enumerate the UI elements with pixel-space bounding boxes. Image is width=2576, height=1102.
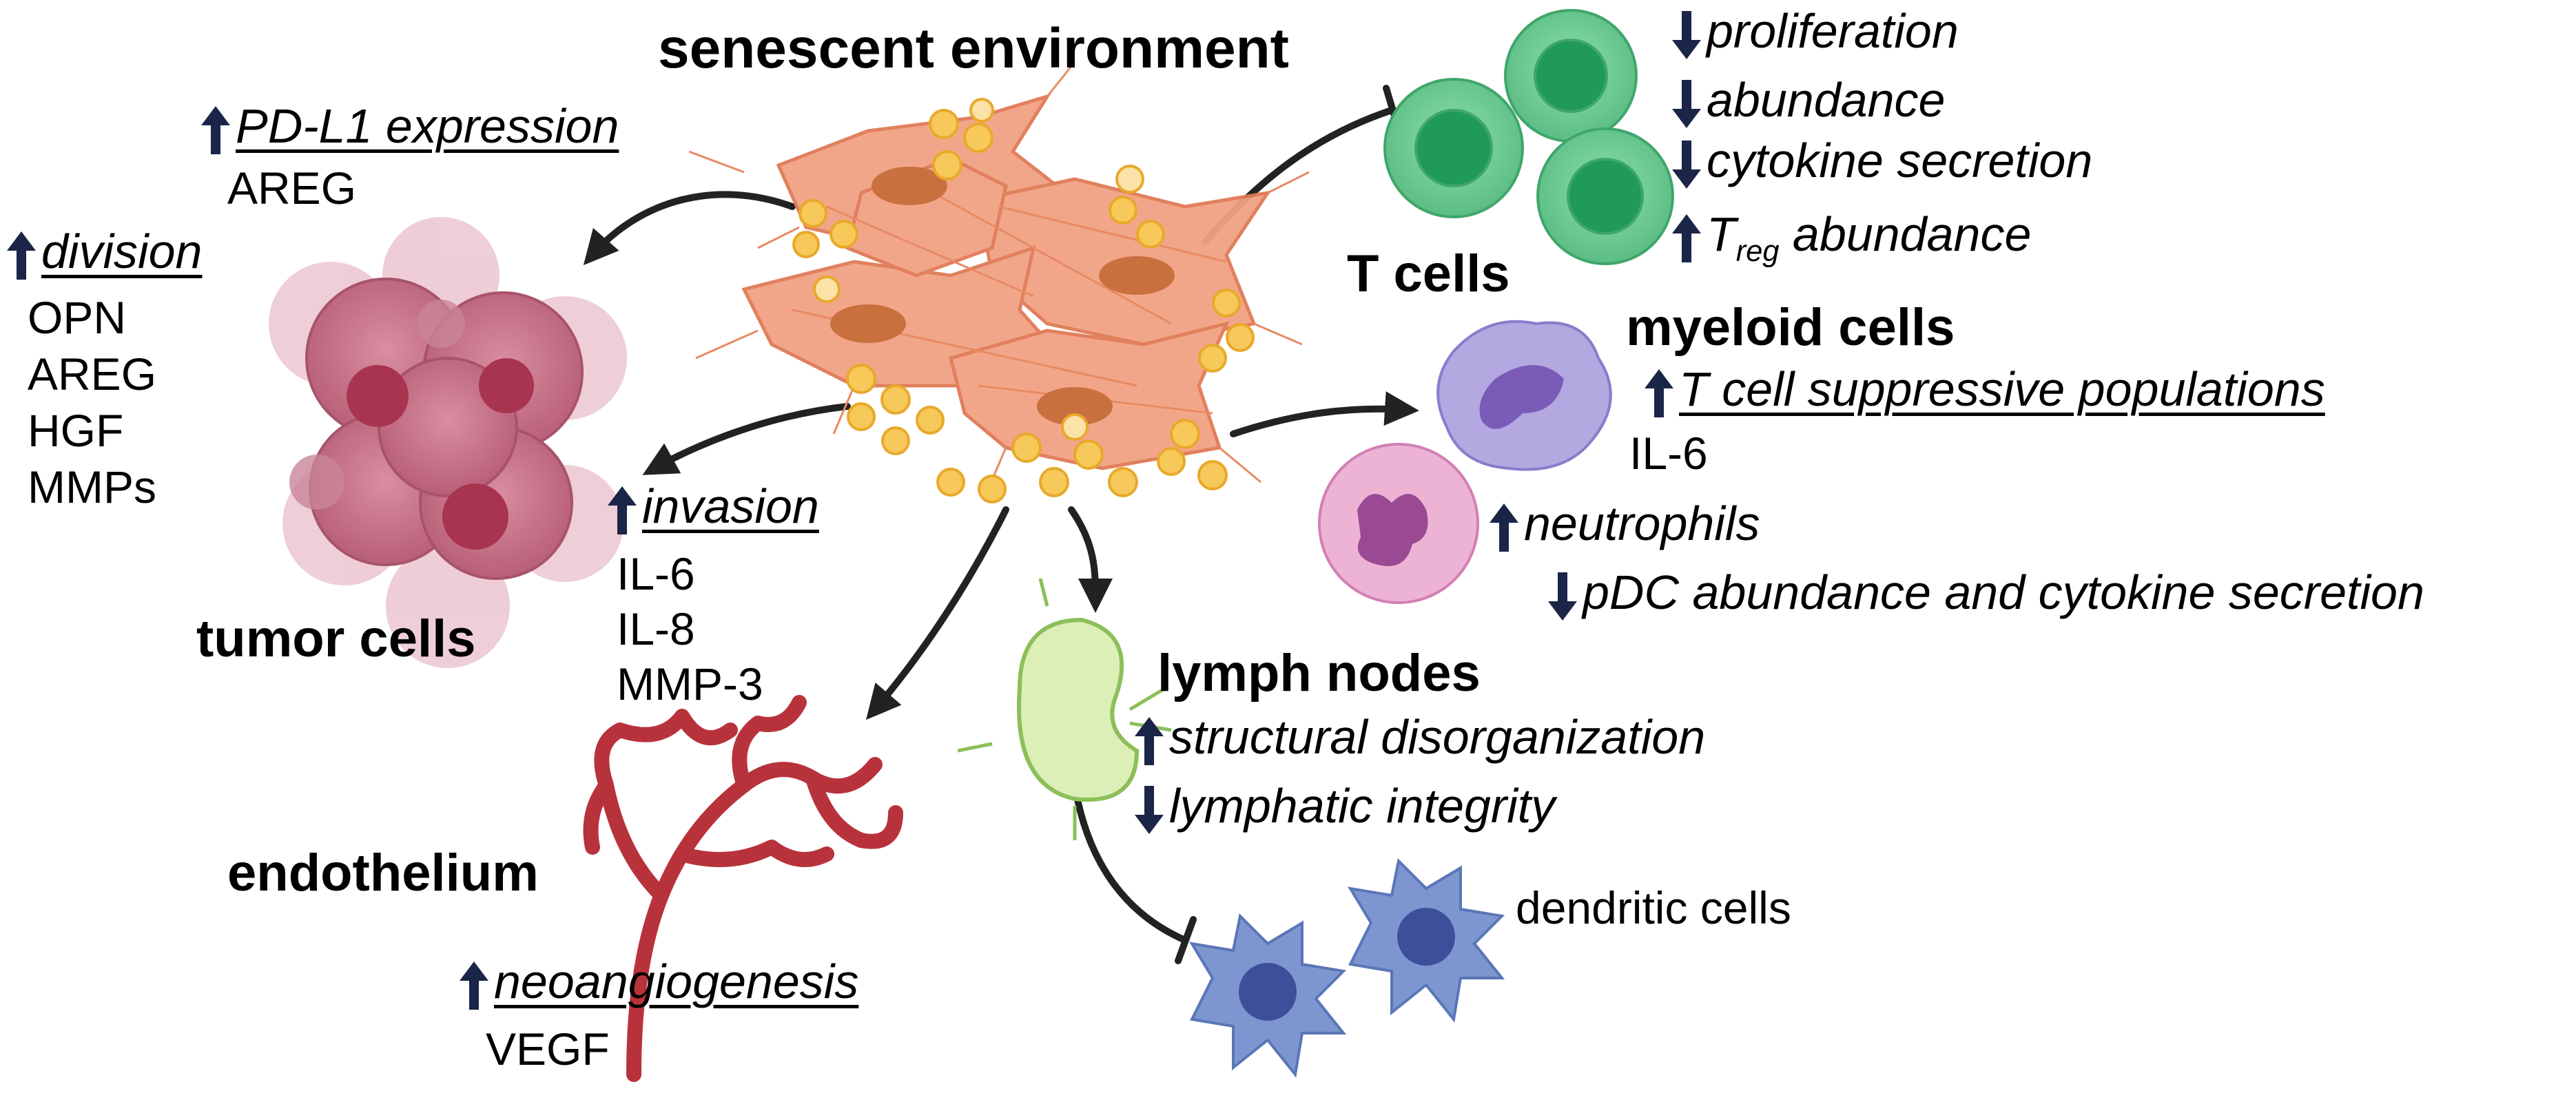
neoangiogenesis-effect-text: neoangiogenesis	[494, 955, 859, 1008]
invasion-factor-il6: IL-6	[617, 548, 695, 599]
pdl1-effect: PD-L1 expression	[200, 102, 619, 156]
invasion-effect: invasion	[606, 482, 819, 536]
endothelium-label: endothelium	[227, 844, 539, 902]
lymph-effect-disorganization-text: structural disorganization	[1169, 710, 1706, 764]
invasion-factor-mmp3: MMP-3	[617, 658, 763, 709]
pdc-effect: pDC abundance and cytokine secretion	[1547, 568, 2424, 622]
division-effect-text: division	[41, 225, 203, 278]
inhibit-to-dendritic	[1071, 782, 1188, 944]
up-arrow-icon	[7, 231, 36, 280]
up-arrow-icon	[1490, 503, 1518, 552]
down-arrow-icon	[1135, 785, 1164, 834]
down-arrow-icon	[1548, 572, 1577, 621]
down-arrow-icon	[1672, 10, 1701, 59]
neutrophils-effect-text: neutrophils	[1524, 497, 1760, 550]
division-factor-hgf: HGF	[28, 405, 124, 456]
tcell-effect-abundance: abundance	[1671, 76, 1945, 129]
division-factor-areg: AREG	[28, 349, 157, 399]
neoangiogenesis-effect: neoangiogenesis	[458, 957, 858, 1011]
invasion-effect-text: invasion	[642, 479, 819, 533]
diagram-title: senescent environment	[658, 17, 1289, 80]
arrow-to-invasion	[642, 403, 851, 475]
tcell-effect-cytokine: cytokine secretion	[1671, 136, 2092, 190]
tcell-effect-proliferation: proliferation	[1671, 7, 1959, 61]
pdl1-effect-text: PD-L1 expression	[236, 99, 619, 153]
lymph-nodes-label: lymph nodes	[1157, 644, 1481, 703]
myeloid-factor-il6: IL-6	[1629, 428, 1708, 479]
up-arrow-icon	[201, 105, 230, 154]
up-arrow-icon	[1672, 214, 1701, 262]
lymph-effect-integrity-text: lymphatic integrity	[1169, 779, 1556, 833]
blood-vessel-network	[583, 695, 903, 1082]
tcell-effect-proliferation-text: proliferation	[1707, 4, 1959, 58]
senescent-fibroblasts	[688, 61, 1310, 497]
down-arrow-icon	[1672, 79, 1701, 128]
inhibit-bar-dendritic	[1175, 916, 1197, 964]
up-arrow-icon	[1135, 716, 1164, 765]
division-factor-opn: OPN	[28, 292, 127, 343]
treg-subscript: reg	[1735, 235, 1780, 269]
myeloid-cell	[1436, 320, 1612, 471]
lymph-effect-integrity: lymphatic integrity	[1133, 782, 1555, 835]
pdc-effect-text: pDC abundance and cytokine secretion	[1583, 565, 2424, 619]
arrow-to-endothelium	[865, 506, 1009, 720]
division-effect: division	[6, 227, 202, 281]
t-cell-group	[1383, 9, 1674, 265]
tcell-effect-abundance-text: abundance	[1707, 73, 1946, 127]
invasion-factor-il8: IL-8	[617, 603, 695, 654]
arrow-to-tumor-top	[583, 191, 796, 266]
tcell-effect-cytokine-text: cytokine secretion	[1707, 134, 2093, 187]
dendritic-cells-label: dendritic cells	[1516, 882, 1791, 933]
tumor-cells-label: tumor cells	[196, 610, 476, 668]
division-factor-mmps: MMPs	[28, 461, 156, 512]
tcell-effect-treg: Treg abundance	[1671, 210, 2031, 267]
sasp-granules	[792, 98, 1255, 503]
up-arrow-icon	[1645, 368, 1673, 417]
treg-abundance-text: abundance	[1779, 207, 2032, 261]
neutrophils-effect: neutrophils	[1488, 499, 1760, 553]
endothelium-factor-vegf: VEGF	[486, 1023, 610, 1074]
arrow-to-lymph	[1068, 506, 1113, 613]
arrow-to-myeloid	[1230, 391, 1419, 437]
down-arrow-icon	[1672, 140, 1701, 189]
treg-t: T	[1707, 207, 1736, 261]
pdl1-factor-areg: AREG	[227, 163, 357, 214]
t-cells-label: T cells	[1347, 245, 1510, 303]
myeloid-effect-text: T cell suppressive populations	[1679, 362, 2325, 416]
dendritic-cells	[1189, 857, 1505, 1078]
lymph-effect-disorganization: structural disorganization	[1133, 713, 1705, 767]
up-arrow-icon	[608, 486, 637, 534]
up-arrow-icon	[460, 961, 488, 1010]
neutrophil-cell	[1318, 443, 1479, 604]
myeloid-effect: T cell suppressive populations	[1643, 365, 2325, 419]
tumor-cell-cluster	[269, 217, 627, 668]
myeloid-cells-label: myeloid cells	[1626, 298, 1955, 357]
